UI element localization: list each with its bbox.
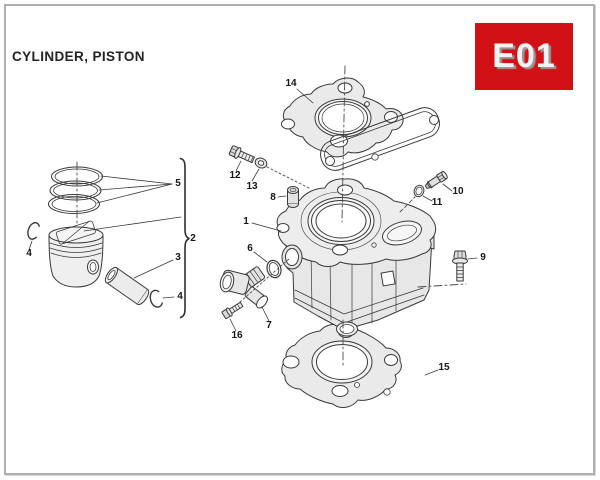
- leader-lines: [28, 88, 478, 376]
- axis-line-oring-11: [399, 196, 416, 213]
- callout-3: 3: [175, 252, 181, 263]
- callout-5: 5: [175, 178, 181, 189]
- bolt-12: [228, 145, 255, 164]
- callout-12: 12: [229, 170, 241, 181]
- callout-15: 15: [438, 362, 450, 373]
- section-code: E01: [492, 37, 556, 75]
- center-lines: [76, 65, 467, 368]
- cylinder-bore: [300, 191, 382, 251]
- callout-8: 8: [270, 192, 276, 203]
- washer-13: [254, 157, 268, 169]
- callout-13: 13: [246, 181, 258, 192]
- callout-2: 2: [190, 233, 196, 244]
- callout-9: 9: [480, 252, 486, 263]
- bolt-10: [424, 170, 448, 189]
- callout-10: 10: [452, 186, 464, 197]
- callout-16: 16: [231, 330, 243, 341]
- head-gasket-14: [281, 77, 404, 158]
- circlip-4-right: [149, 289, 163, 308]
- bolt-9: [452, 250, 468, 282]
- callout-14: 14: [285, 78, 297, 89]
- kit-bracket-2: [179, 157, 190, 319]
- section-code-badge: E01: [475, 23, 573, 90]
- page-title: CYLINDER, PISTON: [12, 49, 145, 64]
- water-pipe-7: [219, 266, 269, 309]
- piston-2: [48, 220, 104, 288]
- bolt-16: [221, 301, 244, 320]
- base-gasket-15: [281, 322, 402, 408]
- dowel-pin-8: [287, 186, 299, 208]
- callout-4-left: 4: [26, 248, 32, 259]
- callout-1: 1: [243, 216, 249, 227]
- circlip-4-left: [27, 222, 40, 240]
- piston-pin-3: [104, 266, 150, 306]
- callout-6: 6: [247, 243, 253, 254]
- o-ring-6: [266, 259, 282, 279]
- piston-rings-5: [48, 166, 103, 214]
- cylinder-block-1: [276, 178, 437, 337]
- callout-11: 11: [431, 197, 443, 208]
- callout-4-right: 4: [177, 291, 183, 302]
- assembly-axis-lines: [239, 166, 310, 303]
- callout-7: 7: [266, 320, 272, 331]
- o-ring-11: [413, 184, 425, 198]
- head-seal-ring: [320, 107, 440, 171]
